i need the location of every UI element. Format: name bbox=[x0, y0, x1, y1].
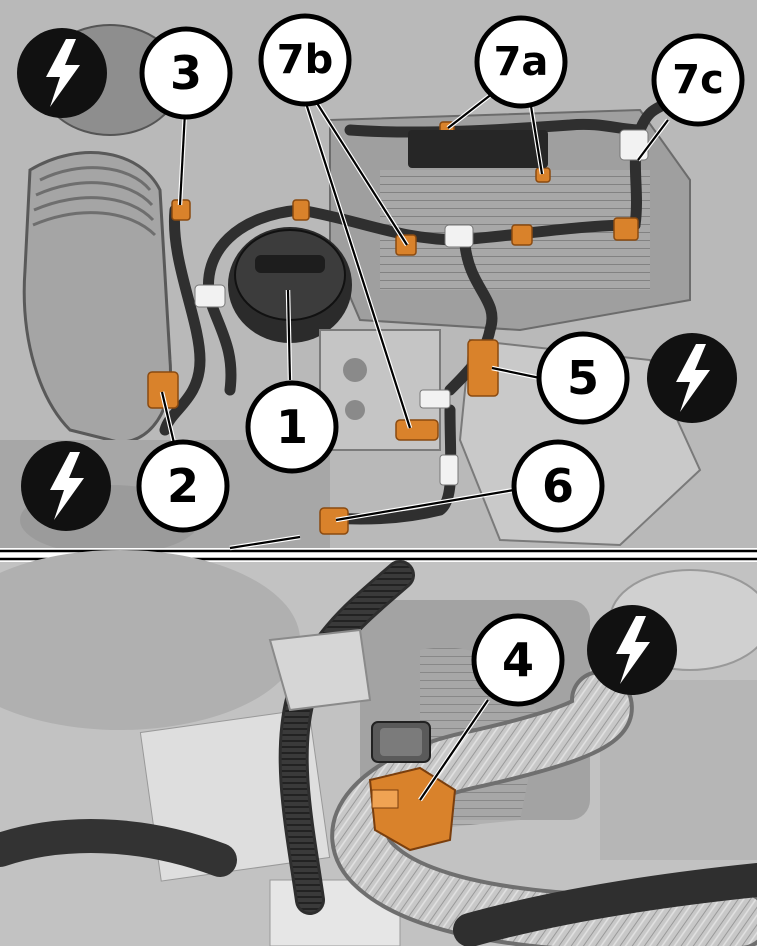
harness-tape-wraps bbox=[194, 129, 649, 486]
high-voltage-icon bbox=[647, 333, 737, 423]
callout-label: 5 bbox=[567, 351, 599, 405]
high-voltage-icon bbox=[587, 605, 677, 695]
leader-7a-b bbox=[528, 99, 544, 175]
callout-3: 3 bbox=[139, 26, 233, 120]
connector-2 bbox=[147, 371, 179, 409]
bottom-photo-panel bbox=[0, 550, 757, 946]
leader-3 bbox=[178, 111, 187, 206]
leader-lines bbox=[159, 88, 670, 802]
callout-7b: 7b bbox=[258, 13, 352, 107]
callout-7c: 7c bbox=[651, 33, 745, 127]
callout-label: 2 bbox=[167, 459, 199, 513]
leader-7b-b bbox=[303, 99, 412, 429]
callout-label: 7c bbox=[672, 57, 724, 103]
connector-harness-c bbox=[613, 217, 639, 241]
callout-label: 3 bbox=[170, 46, 202, 100]
high-voltage-icon bbox=[17, 28, 107, 118]
intake-duct-ribs bbox=[32, 166, 157, 237]
callout-4: 4 bbox=[471, 613, 565, 707]
callout-label: 1 bbox=[276, 400, 308, 454]
top-photo-panel bbox=[0, 0, 757, 555]
orange-connectors-top bbox=[147, 121, 639, 535]
high-voltage-icon bbox=[21, 441, 111, 531]
callout-1: 1 bbox=[245, 380, 339, 474]
callout-label: 7b bbox=[277, 37, 333, 83]
callout-label: 7a bbox=[494, 39, 549, 85]
leader-4 bbox=[419, 699, 489, 801]
injector-connector-block bbox=[408, 130, 548, 168]
callout-label: 4 bbox=[502, 633, 534, 687]
callout-7a: 7a bbox=[474, 15, 568, 109]
connector-harness-b bbox=[511, 224, 533, 246]
leader-7b-a bbox=[314, 99, 408, 246]
connector-4 bbox=[368, 766, 457, 852]
callout-5: 5 bbox=[536, 331, 630, 425]
connector-6 bbox=[319, 507, 349, 535]
leader-section-marker bbox=[229, 535, 301, 550]
leader-6 bbox=[335, 488, 515, 522]
callout-6: 6 bbox=[511, 439, 605, 533]
leader-5 bbox=[491, 366, 541, 380]
connector-7b-b bbox=[395, 419, 439, 441]
leader-1 bbox=[286, 289, 292, 381]
callout-2: 2 bbox=[136, 439, 230, 533]
leader-7a-a bbox=[447, 89, 498, 129]
connector-harness-a bbox=[292, 199, 310, 221]
callout-label: 6 bbox=[542, 459, 574, 513]
leader-7c bbox=[637, 119, 669, 161]
